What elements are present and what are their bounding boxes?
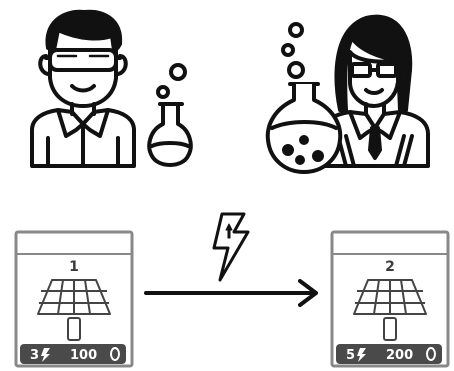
right-arrow: [146, 281, 316, 305]
card-level-label: 2: [385, 259, 395, 275]
card-level-1: 1 3 100: [16, 232, 132, 366]
male-scientist-icon: [32, 12, 134, 166]
card-level-2: 2 5 200: [332, 232, 448, 366]
flask-icon: [149, 65, 190, 165]
energy-value: 3: [30, 348, 39, 363]
bubbles-icon: [283, 24, 303, 77]
card-level-label: 1: [69, 259, 79, 275]
round-flask-icon: [268, 84, 341, 172]
cost-value: 200: [386, 348, 413, 363]
lightning-upgrade-icon: [214, 214, 248, 280]
energy-value: 5: [346, 348, 355, 363]
cost-value: 100: [70, 348, 97, 363]
